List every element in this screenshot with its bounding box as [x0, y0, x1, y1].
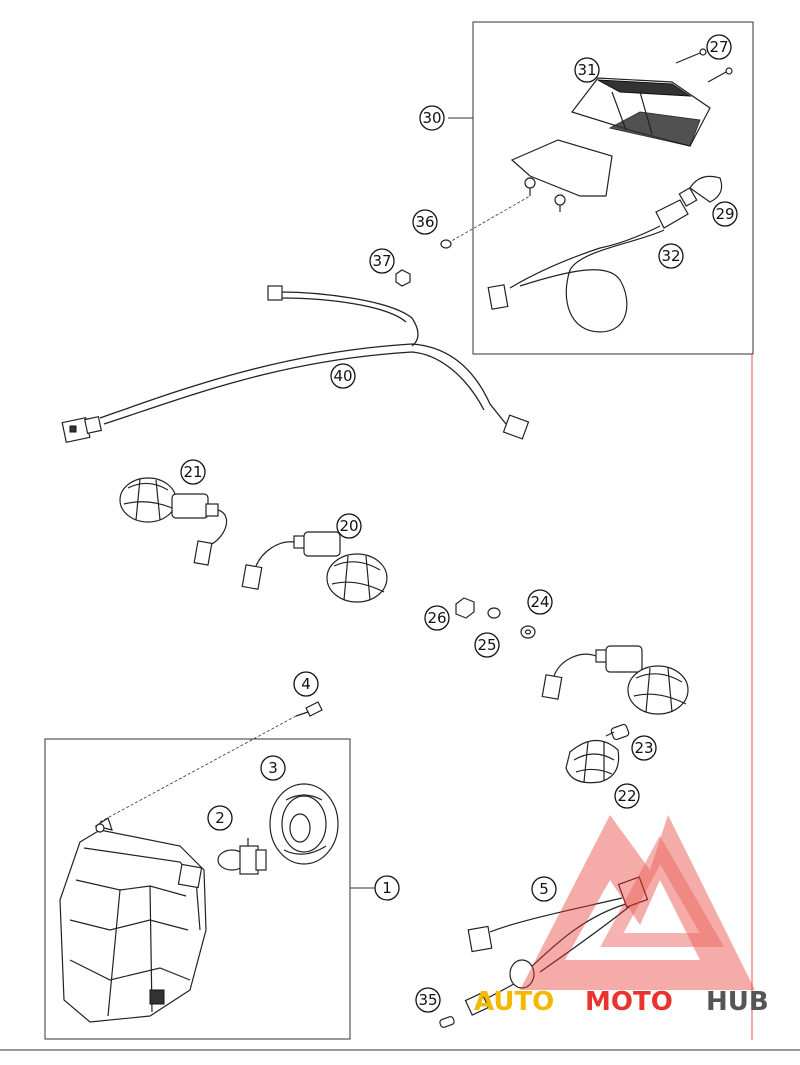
svg-text:30: 30: [422, 109, 441, 127]
nut-26: [455, 597, 475, 619]
svg-text:27: 27: [709, 38, 728, 56]
callout-40: 40: [330, 363, 356, 389]
headlight-bulb-2: [217, 838, 267, 875]
turn-signal-right: [541, 645, 689, 715]
washer-36: [440, 239, 452, 249]
wiring-harness-40: [61, 285, 530, 443]
callout-27: 27: [706, 34, 732, 60]
svg-text:26: 26: [427, 609, 446, 627]
callout-29: 29: [712, 201, 738, 227]
svg-text:25: 25: [477, 636, 496, 654]
nut-37: [395, 269, 411, 287]
washer-24: [520, 625, 536, 639]
callout-1: 1: [374, 875, 400, 901]
svg-text:40: 40: [333, 367, 352, 385]
callout-31: 31: [574, 57, 600, 83]
svg-text:3: 3: [268, 759, 278, 777]
screw-27: [675, 48, 733, 83]
headlight-wiring-5: [464, 876, 649, 1016]
watermark-text: AUTO MOTO HUB: [474, 987, 769, 1017]
svg-text:24: 24: [530, 593, 549, 611]
svg-text:5: 5: [539, 880, 549, 898]
bulb-socket-wiring-32: [487, 199, 689, 333]
callout-36: 36: [412, 209, 438, 235]
callout-32: 32: [658, 243, 684, 269]
svg-text:4: 4: [301, 675, 311, 693]
svg-text:23: 23: [634, 739, 653, 757]
bulb-23: [605, 723, 630, 741]
svg-text:29: 29: [715, 205, 734, 223]
callout-35: 35: [415, 987, 441, 1013]
turn-signal-21: [119, 477, 228, 566]
screw-4: [295, 701, 323, 717]
svg-text:1: 1: [382, 879, 392, 897]
callout-24: 24: [527, 589, 553, 615]
watermark-logo: [520, 815, 755, 990]
callout-4: 4: [293, 671, 319, 697]
washer-25: [487, 607, 501, 619]
svg-text:21: 21: [183, 463, 202, 481]
svg-text:36: 36: [415, 213, 434, 231]
bulb-35: [439, 1016, 455, 1028]
callout-30: 30: [419, 105, 445, 131]
svg-text:20: 20: [339, 517, 358, 535]
callout-26: 26: [424, 605, 450, 631]
callout-37: 37: [369, 248, 395, 274]
svg-text:37: 37: [372, 252, 391, 270]
tail-light-group-box: [472, 21, 754, 355]
tail-light-holder: [510, 139, 613, 212]
headlight-housing-1: [59, 817, 207, 1023]
svg-text:31: 31: [577, 61, 596, 79]
watermark-text-auto: AUTO: [474, 987, 554, 1017]
svg-text:32: 32: [661, 247, 680, 265]
svg-text:2: 2: [215, 809, 225, 827]
callout-25: 25: [474, 632, 500, 658]
watermark-text-hub: HUB: [706, 987, 769, 1017]
watermark-text-moto: MOTO: [585, 987, 673, 1017]
bulb-29: [678, 175, 723, 207]
dust-cover-3: [269, 783, 339, 865]
callout-3: 3: [260, 755, 286, 781]
turn-signal-20: [241, 531, 388, 603]
callout-5: 5: [531, 876, 557, 902]
headlight-group-box: [44, 738, 351, 1040]
svg-text:35: 35: [418, 991, 437, 1009]
callout-21: 21: [180, 459, 206, 485]
callout-20: 20: [336, 513, 362, 539]
callout-22: 22: [614, 783, 640, 809]
lens-22: [565, 739, 620, 784]
tail-light-cover: [571, 77, 711, 147]
callout-2: 2: [207, 805, 233, 831]
callout-23: 23: [631, 735, 657, 761]
svg-text:22: 22: [617, 787, 636, 805]
